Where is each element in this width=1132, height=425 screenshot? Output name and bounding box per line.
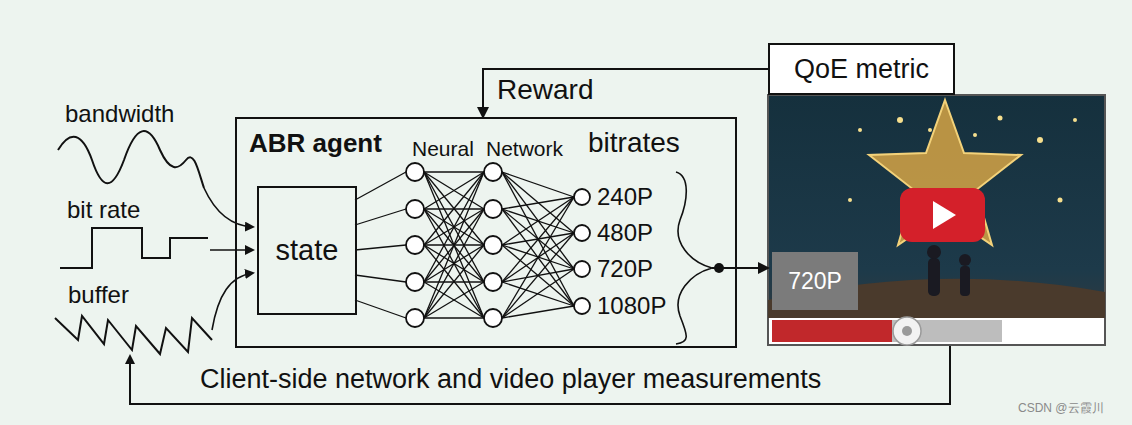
node-text: QoE metric [794, 56, 929, 83]
network-link [424, 172, 484, 318]
neuron [574, 189, 590, 205]
progress-knob-center [902, 326, 912, 336]
output-caption: bitrates [588, 129, 680, 157]
connector-arrow [737, 267, 768, 269]
network-link [502, 233, 574, 318]
network-link [502, 172, 574, 306]
network-link [424, 209, 484, 318]
network-link [424, 172, 484, 318]
signal-name: bit rate [67, 198, 140, 222]
network-link [502, 197, 574, 318]
neuron [574, 225, 590, 241]
network-link [424, 245, 484, 318]
network-link [424, 282, 484, 318]
signal-name: bandwidth [65, 102, 174, 126]
network-link [502, 197, 574, 282]
bitrate-option: 720P [597, 257, 653, 281]
network-link [424, 172, 484, 209]
layer-caption: Neural [412, 138, 474, 159]
network-link [355, 172, 406, 200]
input-arrow [212, 273, 253, 330]
neuron [406, 273, 424, 291]
progress-played [772, 320, 892, 342]
node-text: 720P [772, 252, 858, 310]
neuron [406, 236, 424, 254]
network-link [355, 209, 406, 225]
layer-caption: Network [486, 138, 563, 159]
metric-box: QoE metric [768, 43, 955, 95]
bitrate-option: 1080P [597, 294, 666, 318]
video-player: 720P [768, 95, 1105, 345]
network-link [424, 317, 484, 318]
neuron [406, 200, 424, 218]
network-link [424, 172, 484, 245]
neuron [406, 309, 424, 327]
network-link [424, 209, 484, 318]
network-link [424, 172, 484, 209]
network-link [502, 197, 574, 209]
signal-name: buffer [68, 283, 129, 307]
feedback-label: Client-side network and video player mea… [200, 366, 821, 393]
neural-network [355, 163, 590, 327]
neuron [484, 200, 502, 218]
buffer-wave [55, 316, 212, 354]
watermark: CSDN @云霞川 [1018, 402, 1104, 414]
network-link [355, 300, 406, 318]
neuron [406, 163, 424, 181]
star [869, 100, 1021, 245]
bitrate-option: 240P [597, 185, 653, 209]
output-line [712, 267, 737, 269]
play-button [900, 188, 985, 242]
bitrate-option: 480P [597, 221, 653, 245]
network-link [424, 245, 484, 318]
connector-arrow [483, 69, 768, 117]
video-frame [768, 95, 1105, 345]
bandwidth-wave [58, 131, 204, 188]
neuron [484, 309, 502, 327]
node-text: state [276, 236, 339, 265]
network-link [355, 275, 406, 282]
progress-knob [893, 317, 921, 345]
network-link [424, 171, 484, 172]
neuron [484, 273, 502, 291]
edge-label: Reward [497, 76, 593, 104]
network-link [502, 197, 574, 245]
network-link [355, 245, 406, 250]
network-link [502, 306, 574, 318]
progress-track [769, 318, 1104, 344]
network-link [424, 172, 484, 245]
node-text: ABR agent [249, 130, 382, 156]
neuron [574, 261, 590, 277]
play-icon [933, 201, 956, 229]
bitrate-wave [60, 228, 208, 268]
network-link [424, 172, 484, 282]
neuron [574, 298, 590, 314]
network-link [424, 172, 484, 282]
state-box: state [257, 186, 357, 315]
brace [676, 172, 712, 344]
network-link [502, 269, 574, 318]
network-link [424, 282, 484, 318]
input-arrow [210, 249, 253, 251]
figures [927, 245, 971, 296]
feedback-arrow [130, 346, 950, 404]
input-arrow [204, 188, 253, 227]
neuron [484, 163, 502, 181]
neuron [484, 236, 502, 254]
